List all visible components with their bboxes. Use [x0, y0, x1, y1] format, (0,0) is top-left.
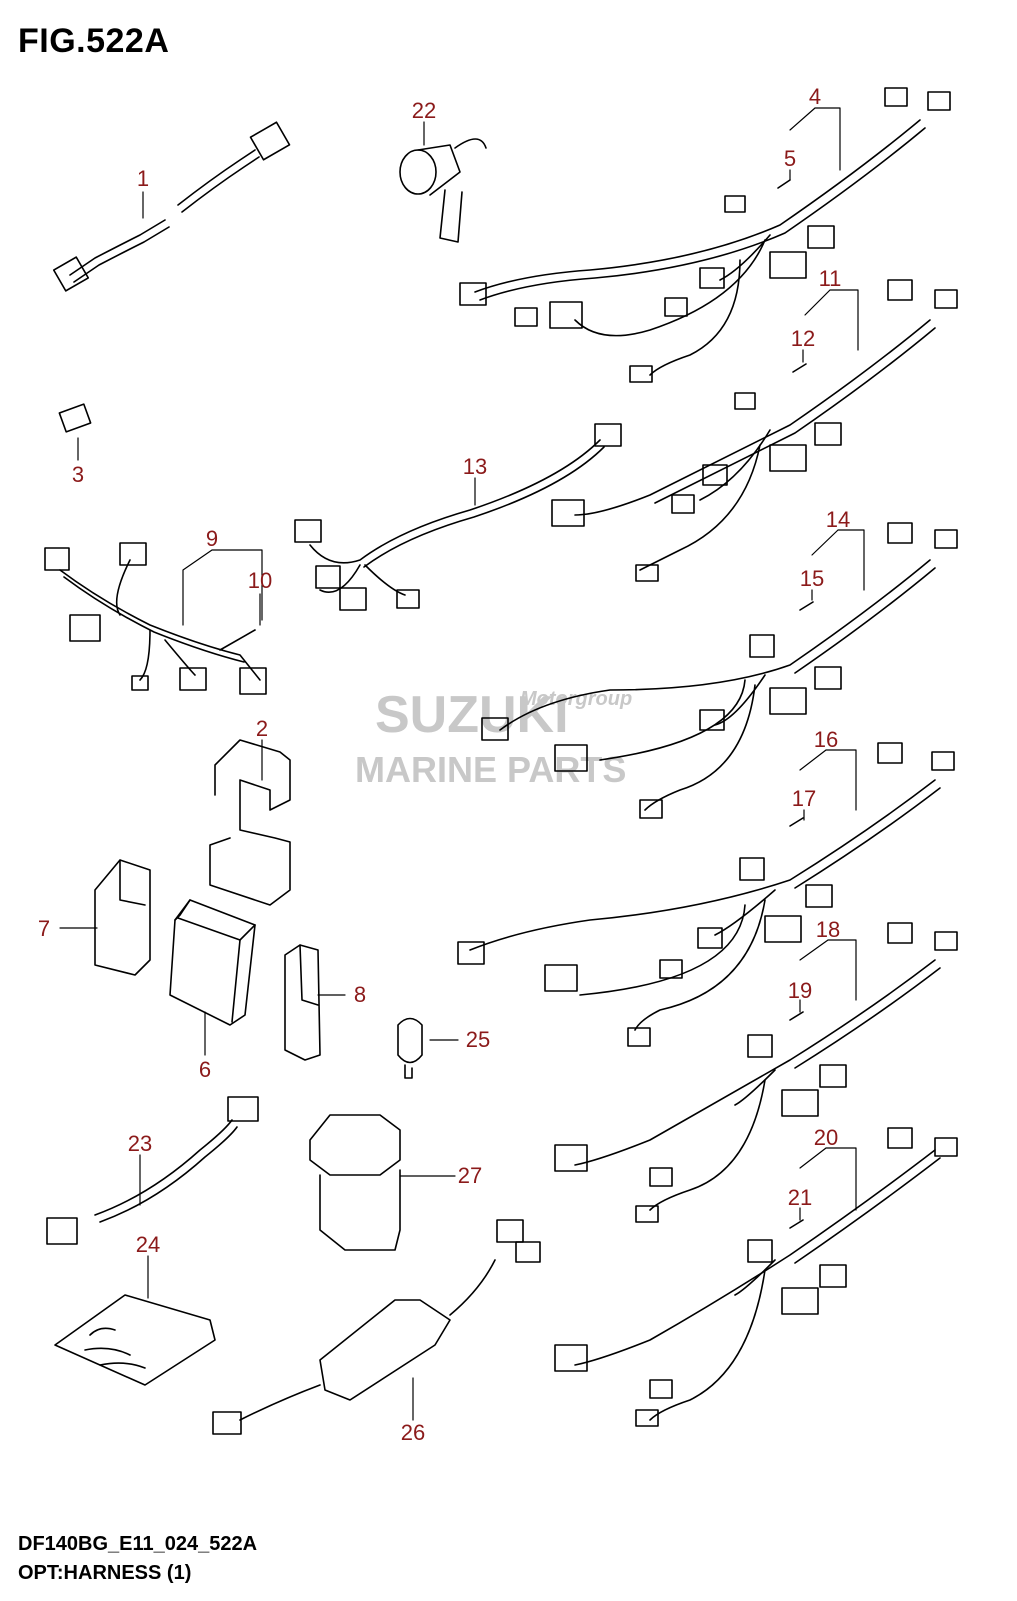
callout-10: 10 — [248, 568, 272, 593]
callout-3: 3 — [72, 462, 84, 487]
watermark: SUZUKI MARINE PARTS Motorgroup — [355, 686, 632, 790]
part-18-harness — [554, 922, 958, 1223]
callout-4: 4 — [809, 84, 821, 109]
part-6-controller — [169, 899, 256, 1026]
part-16-harness — [457, 742, 955, 1047]
callout-14: 14 — [826, 507, 850, 532]
callout-21: 21 — [788, 1185, 812, 1210]
callout-15: 15 — [800, 566, 824, 591]
part-4-harness — [459, 87, 951, 383]
callout-labels: 1 2 3 4 5 6 7 8 9 10 11 12 13 14 15 16 1… — [38, 84, 850, 1445]
part-13-harness — [294, 423, 622, 611]
watermark-brand: SUZUKI — [375, 686, 569, 744]
callout-25: 25 — [466, 1027, 490, 1052]
part-3-cap — [58, 403, 92, 433]
callout-23: 23 — [128, 1131, 152, 1156]
callout-7: 7 — [38, 916, 50, 941]
callout-6: 6 — [199, 1057, 211, 1082]
part-23-harness — [46, 1096, 259, 1245]
watermark-sub: Motorgroup — [520, 688, 632, 710]
callout-2: 2 — [256, 716, 268, 741]
part-7-bracket — [94, 859, 151, 976]
part-27-relay — [309, 1114, 401, 1251]
part-9-harness — [44, 542, 267, 695]
callout-9: 9 — [206, 526, 218, 551]
part-20-harness — [554, 1127, 958, 1427]
part-26-sensor — [212, 1219, 541, 1435]
callout-11: 11 — [819, 266, 842, 291]
part-2-boot — [209, 739, 291, 906]
part-25-clip — [397, 1017, 423, 1079]
leader-lines — [59, 107, 865, 1421]
callout-26: 26 — [401, 1420, 425, 1445]
callout-18: 18 — [816, 917, 840, 942]
callout-24: 24 — [136, 1232, 160, 1257]
callout-16: 16 — [814, 727, 838, 752]
part-22-grommet — [399, 138, 487, 243]
callout-22: 22 — [412, 98, 436, 123]
callout-19: 19 — [788, 978, 812, 1003]
callout-5: 5 — [784, 146, 796, 171]
callout-20: 20 — [814, 1125, 838, 1150]
watermark-line2: MARINE PARTS — [355, 749, 626, 790]
part-11-harness — [551, 279, 958, 582]
part-1-harness — [52, 121, 291, 292]
figure-title: FIG.522A — [18, 22, 170, 60]
callout-12: 12 — [791, 326, 815, 351]
callout-27: 27 — [458, 1163, 482, 1188]
callout-8: 8 — [354, 982, 366, 1007]
figure-code: DF140BG_E11_024_522A — [18, 1533, 258, 1555]
figure-caption: OPT:HARNESS (1) — [18, 1562, 192, 1584]
callout-17: 17 — [792, 786, 816, 811]
callout-1: 1 — [137, 166, 149, 191]
part-24-bag — [54, 1294, 216, 1386]
callout-13: 13 — [463, 454, 487, 479]
part-8-clip — [284, 944, 321, 1061]
part-14-harness — [481, 522, 958, 819]
